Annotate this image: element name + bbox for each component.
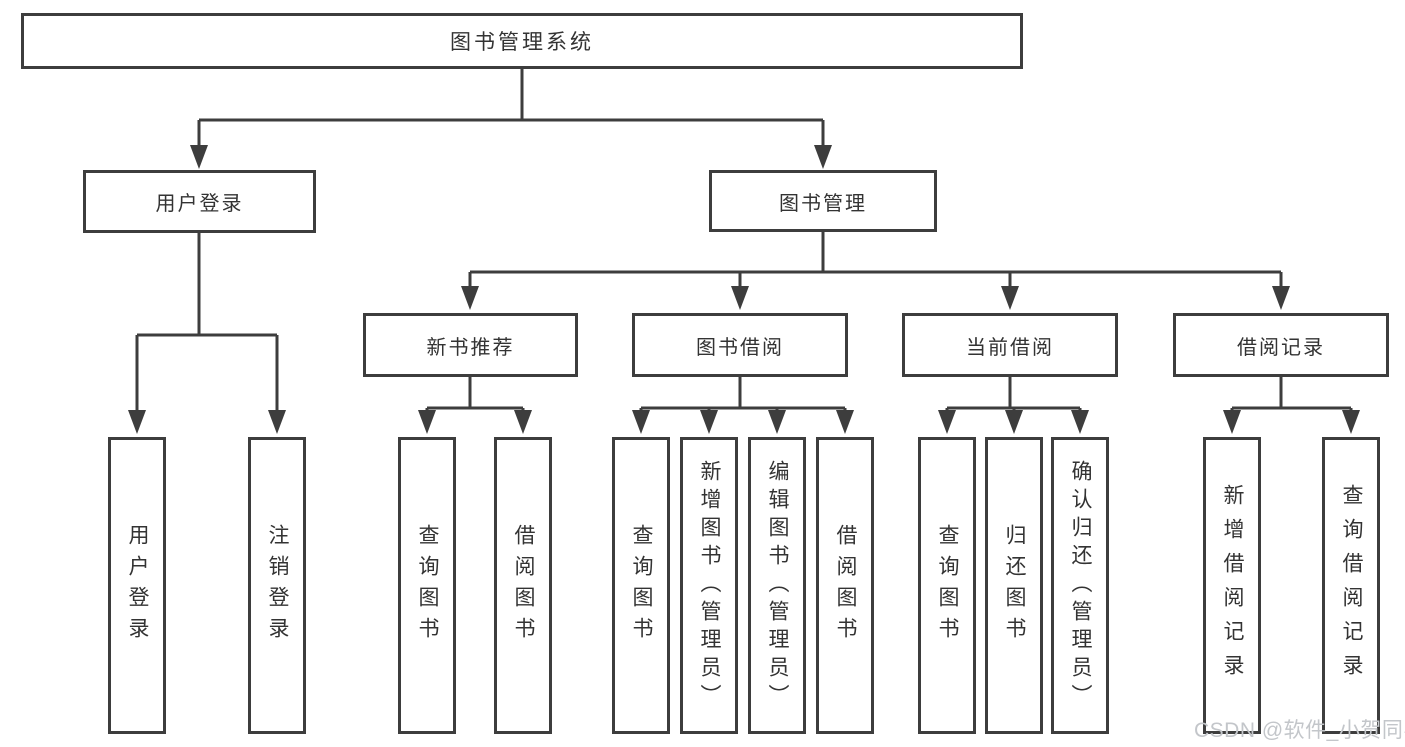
leaf-query-books-2: 查询图书 (612, 437, 670, 734)
arrow-to-book-management (814, 145, 832, 169)
leaf-logout-login: 注销登录 (248, 437, 306, 734)
leaf-confirm-return-admin: 确认归还（管理员） (1051, 437, 1109, 734)
connector-book-borrowing-children (639, 377, 847, 411)
arrow-to-edit-books (768, 410, 786, 434)
leaf-query-books-1: 查询图书 (398, 437, 456, 734)
arrow-to-leaf-logout (268, 410, 286, 434)
connector-current-borrowing-children (945, 377, 1082, 411)
node-user-login: 用户登录 (83, 170, 316, 233)
arrow-to-user-login (190, 145, 208, 169)
arrow-to-return-books (1005, 410, 1023, 434)
leaf-add-borrow-record: 新增借阅记录 (1203, 437, 1261, 734)
leaf-borrow-books-2: 借阅图书 (816, 437, 874, 734)
leaf-return-books: 归还图书 (985, 437, 1043, 734)
node-new-book-recommend: 新书推荐 (363, 313, 578, 377)
arrow-to-confirm-return (1071, 410, 1089, 434)
connector-borrowing-records-children (1230, 377, 1353, 411)
leaf-query-books-3: 查询图书 (918, 437, 976, 734)
arrow-to-current-borrowing (1001, 286, 1019, 310)
arrow-to-add-books (700, 410, 718, 434)
arrow-to-borrow-books-1 (514, 410, 532, 434)
leaf-user-login: 用户登录 (108, 437, 166, 734)
connector-book-management-children (468, 232, 1283, 287)
arrow-to-query-borrow-record (1342, 410, 1360, 434)
arrow-to-query-books-1 (418, 410, 436, 434)
node-book-management: 图书管理 (709, 170, 937, 232)
arrow-to-borrow-books-2 (836, 410, 854, 434)
leaf-query-borrow-record: 查询借阅记录 (1322, 437, 1380, 734)
node-library-management-system: 图书管理系统 (21, 13, 1023, 69)
connector-new-book-recommend-children (425, 377, 525, 411)
leaf-edit-books-admin: 编辑图书（管理员） (748, 437, 806, 734)
csdn-watermark: CSDN @软件_小贺同学 (1194, 719, 1405, 742)
arrow-to-borrowing-records (1272, 286, 1290, 310)
leaf-borrow-books-1: 借阅图书 (494, 437, 552, 734)
arrow-to-book-borrowing (731, 286, 749, 310)
arrow-to-query-books-2 (632, 410, 650, 434)
connector-user-login-children (135, 233, 279, 411)
arrow-to-query-books-3 (938, 410, 956, 434)
node-current-borrowing: 当前借阅 (902, 313, 1118, 377)
arrow-to-new-book-recommend (461, 286, 479, 310)
leaf-add-books-admin: 新增图书（管理员） (680, 437, 738, 734)
node-book-borrowing: 图书借阅 (632, 313, 848, 377)
arrow-to-add-borrow-record (1223, 410, 1241, 434)
connector-root-to-level2 (197, 69, 825, 147)
node-borrowing-records: 借阅记录 (1173, 313, 1389, 377)
arrow-to-leaf-user-login (128, 410, 146, 434)
